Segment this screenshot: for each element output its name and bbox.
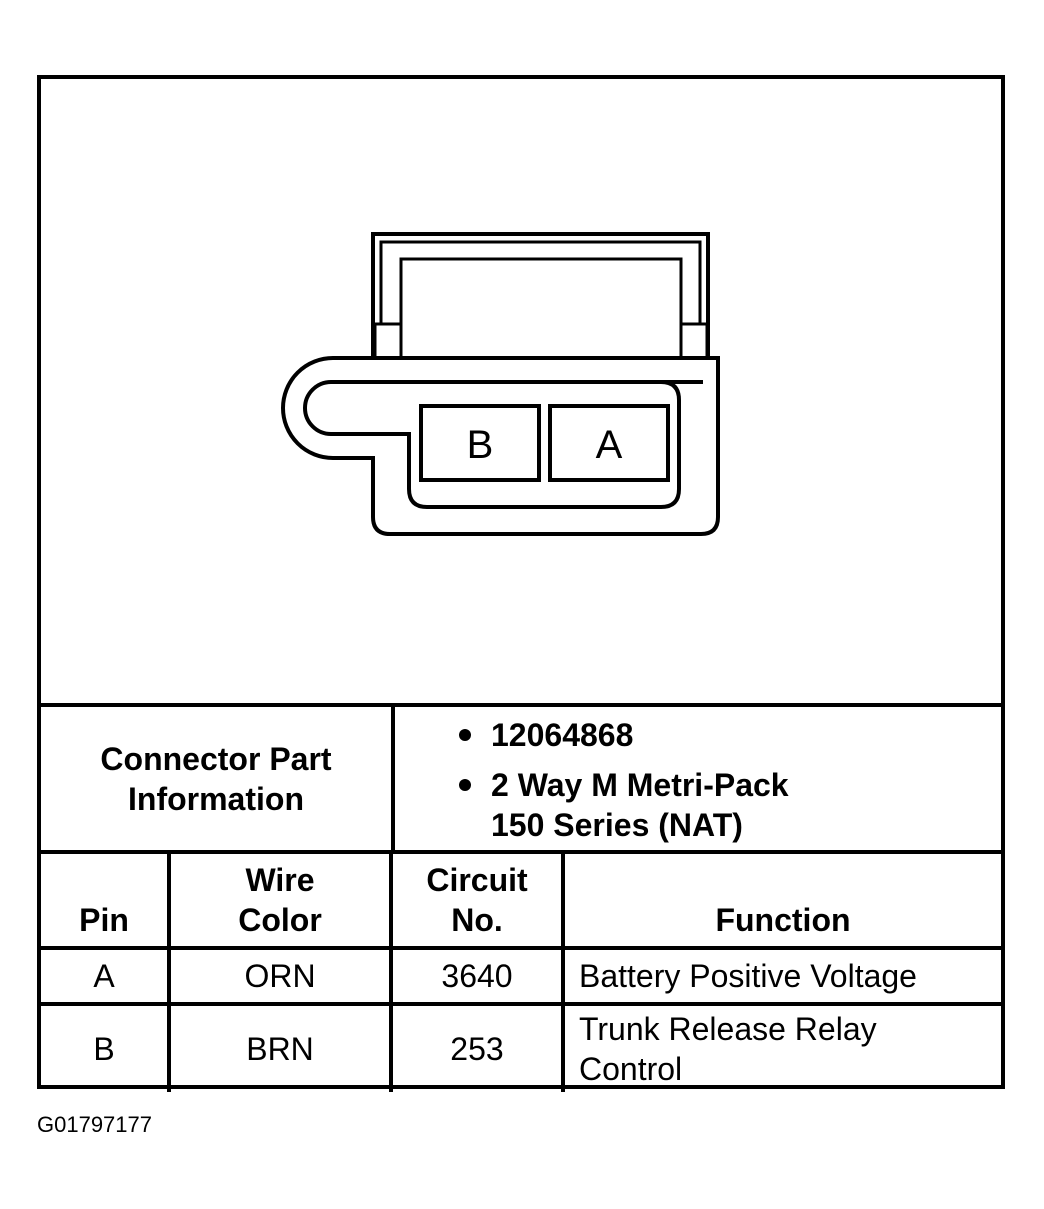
cell-wire-color: ORN	[167, 946, 393, 1006]
bullet-icon	[459, 779, 471, 791]
connector-latch	[371, 232, 710, 358]
cavity-b	[419, 404, 541, 482]
figure-id: G01797177	[37, 1112, 152, 1137]
connector-info-frame: B A Connector Part Information 12064868 …	[37, 75, 1005, 1092]
table-row: A ORN 3640 Battery Positive Voltage	[41, 946, 1001, 1006]
pin-table-header: Pin Wire Color Circuit No. Function	[41, 854, 1001, 950]
cell-function: Trunk Release Relay Control	[561, 1002, 1001, 1092]
connector-drawing: B A	[281, 232, 720, 536]
connector-description-line1: 2 Way M Metri-Pack	[491, 767, 789, 803]
connector-description-line2: 150 Series (NAT)	[491, 807, 743, 843]
info-label-line1: Connector Part	[100, 740, 332, 777]
cell-pin: A	[41, 946, 171, 1006]
cavity-b-label: B	[467, 423, 494, 467]
info-label-line2: Information	[128, 780, 304, 817]
cell-function: Battery Positive Voltage	[561, 946, 1001, 1006]
table-row: B BRN 253 Trunk Release Relay Control	[41, 1002, 1001, 1092]
cell-pin: B	[41, 1002, 171, 1092]
connector-part-info-list: 12064868 2 Way M Metri-Pack 150 Series (…	[395, 707, 1001, 850]
header-wire-color: Wire Color	[167, 854, 393, 950]
part-number: 12064868	[491, 717, 634, 753]
cell-wire-color: BRN	[167, 1002, 393, 1092]
bullet-icon	[459, 729, 471, 741]
connector-key-slot	[303, 380, 703, 509]
latch-foot-right	[679, 322, 709, 360]
latch-foot-left	[373, 322, 403, 360]
header-function: Function	[561, 854, 1001, 950]
cell-circuit: 3640	[389, 946, 565, 1006]
connector-latch-inner-2	[399, 257, 683, 358]
connector-latch-inner-1	[379, 240, 702, 358]
connector-face-view: B A	[41, 79, 1001, 707]
pin-table: Pin Wire Color Circuit No. Function A OR…	[41, 854, 1001, 1092]
connector-part-info-row: Connector Part Information 12064868 2 Wa…	[41, 707, 1001, 854]
header-circuit-no: Circuit No.	[389, 854, 565, 950]
cell-circuit: 253	[389, 1002, 565, 1092]
cavity-a-label: A	[596, 423, 623, 467]
cavity-a	[548, 404, 670, 482]
header-pin: Pin	[41, 854, 171, 950]
connector-part-info-label: Connector Part Information	[41, 707, 395, 850]
